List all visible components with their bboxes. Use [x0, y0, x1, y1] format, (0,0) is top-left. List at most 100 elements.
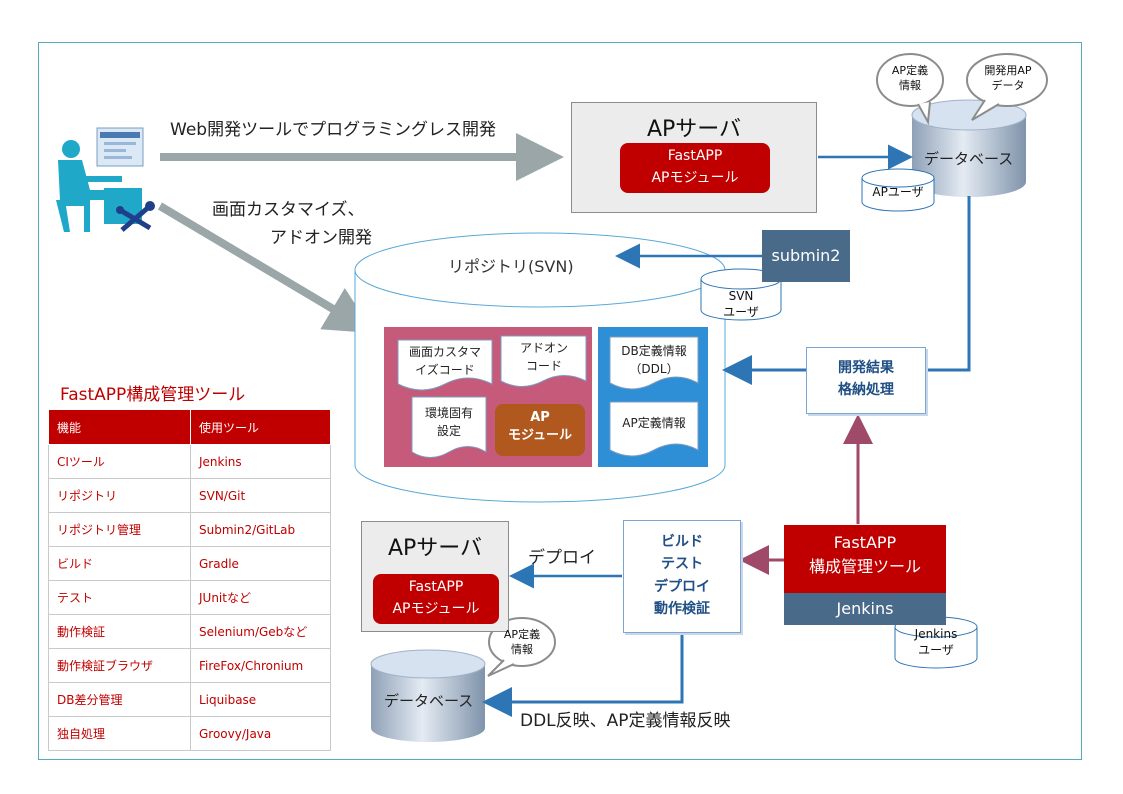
ap-module-bottom: FastAPP APモジュール [373, 574, 499, 624]
doc-db-definition-line1: DB定義情報 [621, 344, 687, 358]
table-cell-function: CIツール [48, 444, 191, 479]
build-line: ビルド [661, 534, 703, 550]
doc-screen-custom-line1: 画面カスタマ [408, 345, 481, 359]
ddl-reflect-arrow [482, 634, 684, 717]
svn-user-line1: SVN [728, 289, 754, 303]
doc-env-settings [411, 396, 487, 458]
ap-module-top-line1: FastAPP [667, 148, 723, 164]
dev-result-line2: 格納処理 [838, 381, 894, 398]
fastapp-tool-line2: 構成管理ツール [808, 557, 921, 576]
bubble-dev-data-line1: 開発用AP [984, 64, 1032, 77]
ap-module-bottom-line1: FastAPP [408, 579, 464, 595]
table-header-function: 機能 [48, 409, 191, 445]
developer-icon [56, 127, 144, 232]
table-header-row: 機能 使用ツール [48, 409, 331, 445]
svn-user-label: SVN ユーザ [701, 288, 781, 320]
ap-module-top-line2: APモジュール [651, 170, 739, 186]
table-cell-function: 独自処理 [48, 716, 191, 751]
ap-module-repo-line2: モジュール [507, 428, 573, 444]
bubble-ap-definition-bottom-line1: AP定義 [503, 628, 541, 641]
doc-addon-line1: アドオン [519, 341, 568, 355]
deploy-line: デプロイ [654, 578, 710, 595]
customize-label-line1: 画面カスタマイズ、 [212, 200, 365, 220]
ddl-reflect-label: DDL反映、AP定義情報反映 [520, 711, 731, 731]
table-cell-function: ビルド [48, 546, 191, 581]
bubble-ap-definition-bottom-line2: 情報 [511, 642, 533, 656]
table-cell-function: リポジトリ管理 [48, 512, 191, 547]
table-cell-function: リポジトリ [48, 478, 191, 513]
bubble-ap-definition-top-line2: 情報 [899, 78, 921, 92]
customize-arrow [157, 202, 374, 334]
ap-module-repo-line1: AP [530, 410, 550, 425]
tools-table-title: FastAPP構成管理ツール [60, 385, 246, 405]
ap-module-top: FastAPP APモジュール [620, 143, 770, 193]
database-bottom-label: データベース [384, 692, 474, 710]
doc-env-line2: 設定 [436, 424, 461, 438]
bubble-ap-definition-top [876, 53, 944, 126]
database-bottom-cylinder [370, 649, 486, 742]
fastapp-tool-box: FastAPP 構成管理ツール Jenkins [784, 525, 946, 625]
table-cell-function: 動作検証 [48, 614, 191, 649]
table-cell-tool: Gradle [190, 546, 331, 581]
bubble-ap-definition-top-text: AP定義 情報 [880, 64, 940, 94]
customize-label-line2: アドオン開発 [270, 228, 372, 248]
bubble-dev-data-text: 開発用AP データ [972, 64, 1044, 94]
doc-db-definition-text: DB定義情報 （DDL） [610, 342, 698, 378]
doc-db-definition [609, 336, 699, 390]
ap-module-repo: AP モジュール [495, 404, 585, 456]
doc-screen-custom [397, 339, 493, 391]
table-cell-function: 動作検証ブラウザ [48, 648, 191, 683]
svn-user-line2: ユーザ [723, 305, 759, 320]
ap-server-top-title: APサーバ [646, 117, 742, 142]
doc-addon-text: アドオン コード [502, 339, 586, 375]
table-cell-tool: Groovy/Java [190, 716, 331, 751]
doc-addon-line2: コード [525, 359, 562, 373]
diagram-frame [38, 42, 1082, 760]
doc-screen-custom-line2: イズコード [415, 363, 475, 377]
jenkins-bar: Jenkins [784, 593, 946, 625]
database-top-label: データベース [924, 150, 1014, 168]
jenkins-user-label: Jenkins ユーザ [895, 626, 977, 658]
doc-db-definition-line2: （DDL） [629, 362, 679, 376]
table-cell-function: テスト [48, 580, 191, 615]
web-dev-label: Web開発ツールでプログラミングレス開発 [170, 120, 497, 140]
ap-server-top: APサーバ FastAPP APモジュール [571, 102, 817, 213]
doc-ap-definition-text: AP定義情報 [622, 416, 686, 430]
repository-label: リポジトリ(SVN) [448, 257, 574, 276]
table-cell-tool: SVN/Git [190, 478, 331, 513]
table-cell-tool: JUnitなど [190, 580, 331, 615]
table-cell-tool: Liquibase [190, 682, 331, 717]
fastapp-tool-line1: FastAPP [833, 533, 897, 552]
build-test-box: ビルド テスト デプロイ 動作検証 [623, 520, 741, 633]
submin2-box: submin2 [762, 230, 850, 282]
svn-user-cylinder [700, 268, 782, 321]
verify-line: 動作検証 [654, 601, 710, 618]
doc-env-line1: 環境固有 [424, 406, 473, 420]
table-cell-tool: Jenkins [190, 444, 331, 479]
ap-server-bottom: APサーバ FastAPP APモジュール [361, 521, 509, 632]
doc-ap-definition [609, 401, 699, 457]
dev-result-line1: 開発結果 [838, 360, 894, 376]
wrench-icon [116, 201, 155, 232]
ap-module-bottom-line2: APモジュール [392, 601, 480, 617]
jenkins-user-line2: ユーザ [918, 643, 954, 658]
doc-addon-code [500, 335, 587, 387]
fastapp-tool-header: FastAPP 構成管理ツール [784, 525, 946, 593]
doc-screen-custom-text: 画面カスタマ イズコード [400, 343, 490, 379]
table-cell-tool: FireFox/Chronium [190, 648, 331, 683]
doc-env-text: 環境固有 設定 [412, 404, 486, 440]
db-to-result-line [926, 196, 971, 372]
ap-user-cylinder [861, 168, 935, 212]
deploy-label: デプロイ [528, 548, 596, 568]
dev-result-box: 開発結果 格納処理 [806, 347, 926, 414]
bubble-dev-data [966, 53, 1048, 121]
